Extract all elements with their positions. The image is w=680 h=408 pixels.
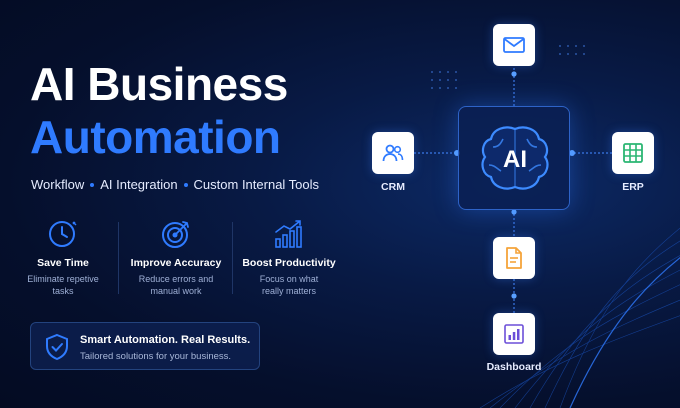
feature-desc-line: Eliminate repetive: [27, 274, 99, 284]
mail-icon: [503, 37, 525, 53]
feature-desc-line: tasks: [52, 286, 74, 296]
dashboard-node: [493, 313, 535, 355]
target-icon: [162, 221, 189, 248]
erp-node: [612, 132, 654, 174]
tagline-item: Custom Internal Tools: [193, 177, 320, 192]
banner-title: Smart Automation. Real Results.: [80, 334, 251, 346]
feature-desc-line: Reduce errors and: [138, 274, 214, 284]
ai-core-node: AI: [458, 106, 570, 210]
feature-desc-line: really matters: [261, 286, 316, 296]
growth-chart-icon: [275, 220, 302, 248]
bar-chart-icon: [504, 324, 524, 344]
headline-line-2: Automation: [30, 111, 281, 163]
features-row: Save Time Eliminate repetive tasks Impro…: [8, 218, 344, 300]
ai-label: AI: [503, 146, 527, 173]
crm-label: CRM: [381, 181, 405, 193]
document-node: [493, 237, 535, 279]
spreadsheet-icon: [623, 143, 643, 163]
feature-title: Save Time: [37, 257, 89, 269]
feature-desc-line: Focus on what: [259, 274, 319, 284]
feature-title: Boost Productivity: [242, 257, 336, 269]
feature-title: Improve Accuracy: [130, 257, 222, 269]
results-banner: Smart Automation. Real Results. Tailored…: [30, 322, 260, 370]
divider: [232, 222, 233, 294]
users-icon: [382, 144, 404, 162]
erp-label: ERP: [622, 181, 644, 193]
tagline-item: AI Integration: [100, 177, 178, 192]
feature-boost-productivity: Boost Productivity Focus on what really …: [234, 218, 344, 297]
feature-desc-line: manual work: [150, 286, 202, 296]
tagline: Workflow AI Integration Custom Internal …: [31, 177, 319, 192]
bullet-dot: [90, 182, 95, 187]
banner-subtitle: Tailored solutions for your business.: [80, 351, 232, 362]
crm-node: [372, 132, 414, 174]
dashboard-label: Dashboard: [486, 361, 542, 373]
feature-improve-accuracy: Improve Accuracy Reduce errors and manua…: [121, 218, 231, 297]
document-icon: [506, 247, 522, 269]
mail-node: [493, 24, 535, 66]
headline-line-1: AI Business: [30, 58, 288, 110]
bullet-dot: [183, 182, 188, 187]
tagline-item: Workflow: [31, 177, 85, 192]
feature-save-time: Save Time Eliminate repetive tasks: [8, 218, 118, 297]
brain-icon: [481, 126, 549, 190]
divider: [118, 222, 119, 294]
clock-icon: [49, 221, 77, 247]
shield-check-icon: [46, 333, 68, 361]
